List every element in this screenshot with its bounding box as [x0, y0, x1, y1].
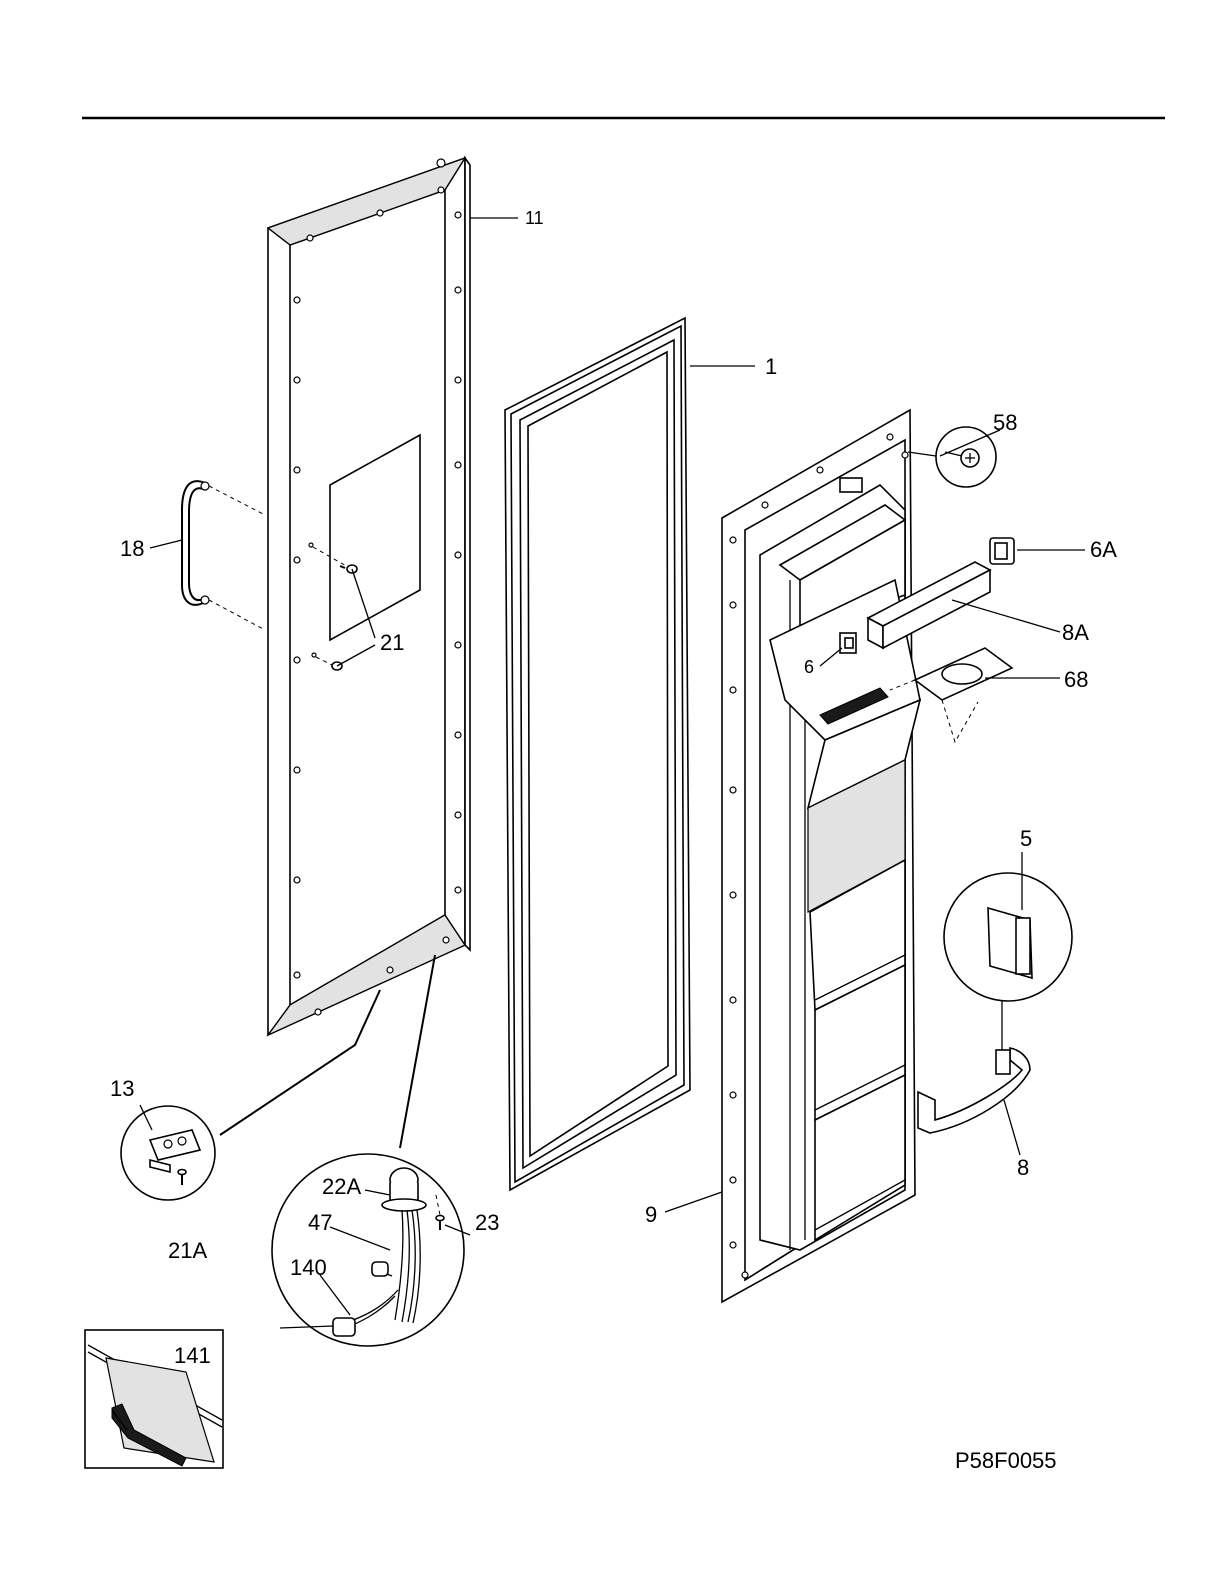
- callout-6: 6: [804, 657, 814, 677]
- callout-9: 9: [645, 1202, 657, 1227]
- callout-11: 11: [525, 208, 544, 228]
- callout-140: 140: [290, 1255, 327, 1280]
- callout-8A: 8A: [1062, 620, 1089, 645]
- clip-part-6A: [990, 538, 1014, 564]
- callout-21A: 21A: [168, 1238, 207, 1263]
- callout-6A: 6A: [1090, 537, 1117, 562]
- callout-68: 68: [1064, 667, 1088, 692]
- callout-22A: 22A: [322, 1174, 361, 1199]
- switch-part-6: [840, 633, 856, 653]
- handle-part-18: [182, 481, 265, 630]
- dispenser-panel-part-9: [722, 410, 920, 1302]
- bracket-part-8: [918, 1048, 1030, 1155]
- callout-47: 47: [308, 1210, 332, 1235]
- callout-1: 1: [765, 354, 777, 379]
- callout-8: 8: [1017, 1155, 1029, 1180]
- callout-5: 5: [1020, 826, 1032, 851]
- door-gasket-part-1: [505, 318, 690, 1190]
- callout-21: 21: [380, 630, 404, 655]
- clip-detail-part-5: [944, 852, 1072, 1050]
- diagram-code: P58F0055: [955, 1448, 1057, 1473]
- callout-13: 13: [110, 1076, 134, 1101]
- door-frame-part-11: [268, 158, 470, 1035]
- callout-141: 141: [174, 1343, 211, 1368]
- callout-23: 23: [475, 1210, 499, 1235]
- screw-detail-part-58: [908, 427, 996, 487]
- callout-18: 18: [120, 536, 144, 561]
- callout-58: 58: [993, 410, 1017, 435]
